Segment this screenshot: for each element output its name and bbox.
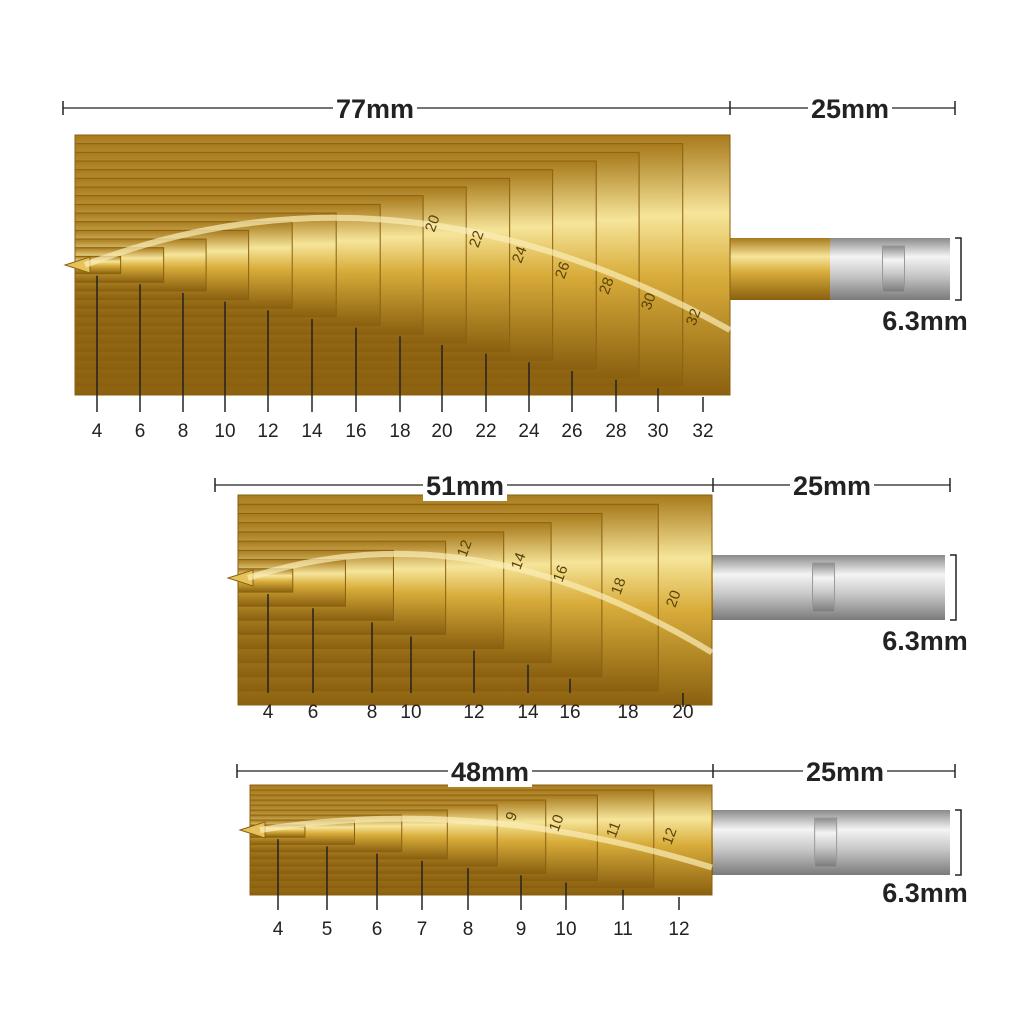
spiral-flute bbox=[259, 815, 713, 871]
drill-medium: 12 14 16 18 20 4 6 8 10 12 14 16 18 20 51mm 25mm 6.3mm bbox=[214, 469, 968, 723]
engraved-size-label: 30 bbox=[638, 291, 660, 312]
shank-groove bbox=[812, 562, 836, 613]
overall-length-label: 77mm bbox=[336, 94, 414, 124]
step-diameter-label: 26 bbox=[561, 421, 582, 442]
engraved-size-label: 20 bbox=[663, 588, 685, 609]
diameter-bracket bbox=[955, 809, 962, 876]
step-diameter-label: 20 bbox=[431, 421, 452, 442]
engraved-size-label: 18 bbox=[608, 576, 630, 597]
step-diameter-label: 12 bbox=[668, 919, 689, 940]
shank-length-label: 25mm bbox=[811, 94, 889, 124]
step-diameter-label: 22 bbox=[475, 421, 496, 442]
overall-length-label: 51mm bbox=[426, 471, 504, 501]
label-bg bbox=[808, 92, 892, 124]
shank-groove bbox=[814, 817, 838, 868]
engraved-size-label: 12 bbox=[454, 538, 476, 559]
label-bg bbox=[333, 92, 417, 124]
engraved-size-label: 12 bbox=[659, 826, 681, 847]
step-diameter-label: 16 bbox=[345, 421, 366, 442]
engraved-size-label: 22 bbox=[466, 228, 488, 249]
step-diameter-label: 8 bbox=[367, 702, 378, 723]
engraved-size-label: 14 bbox=[508, 550, 530, 571]
engraved-size-label: 11 bbox=[603, 819, 624, 839]
step-diameter-label: 12 bbox=[257, 421, 278, 442]
step-diameter-label: 4 bbox=[263, 702, 274, 723]
shank-length-label: 25mm bbox=[793, 471, 871, 501]
step-diameter-label: 10 bbox=[214, 421, 235, 442]
engraved-size-label: 20 bbox=[422, 213, 444, 234]
step-diameter-label: 6 bbox=[308, 702, 319, 723]
diameter-bracket bbox=[955, 237, 962, 301]
shank-diameter-label: 6.3mm bbox=[882, 626, 968, 656]
step-diameter-label: 6 bbox=[372, 919, 383, 940]
label-bg bbox=[790, 469, 874, 501]
step-diameter-label: 14 bbox=[301, 421, 323, 442]
step-diameter-label: 18 bbox=[389, 421, 410, 442]
step-diameter-label: 11 bbox=[613, 919, 633, 940]
step-diameter-label: 9 bbox=[516, 919, 527, 940]
engraved-size-label: 26 bbox=[552, 260, 574, 281]
step-diameter-label: 6 bbox=[135, 421, 146, 442]
step-diameter-label: 8 bbox=[178, 421, 189, 442]
drill-large: 20 22 24 26 28 30 32 4 6 8 10 12 14 16 18 20 22 24 26 28 30 3… bbox=[62, 92, 968, 442]
step-diameter-label: 14 bbox=[517, 702, 539, 723]
shank-gold-section bbox=[730, 238, 830, 300]
engraved-size-label: 28 bbox=[596, 275, 618, 296]
shank-diameter-label: 6.3mm bbox=[882, 306, 968, 336]
step-diameter-label: 32 bbox=[692, 421, 713, 442]
label-bg bbox=[448, 755, 532, 787]
engraved-size-label: 10 bbox=[546, 812, 568, 833]
spiral-flute bbox=[83, 214, 732, 333]
overall-length-label: 48mm bbox=[451, 757, 529, 787]
spiral-flute bbox=[247, 550, 714, 656]
step-diameter-label: 20 bbox=[672, 702, 693, 723]
diameter-bracket bbox=[950, 554, 957, 621]
shank-length-label: 25mm bbox=[806, 757, 884, 787]
label-bg bbox=[423, 469, 507, 501]
step-diameter-label: 10 bbox=[400, 702, 421, 723]
label-bg bbox=[803, 755, 887, 787]
step-diameter-label: 4 bbox=[92, 421, 103, 442]
step-diameter-label: 4 bbox=[273, 919, 284, 940]
step-diameter-label: 18 bbox=[617, 702, 638, 723]
engraved-size-label: 24 bbox=[509, 244, 531, 265]
step-diameter-label: 8 bbox=[463, 919, 474, 940]
step-diameter-label: 5 bbox=[322, 919, 333, 940]
step-diameter-label: 12 bbox=[463, 702, 484, 723]
shank-groove bbox=[882, 245, 905, 293]
step-diameter-label: 16 bbox=[559, 702, 580, 723]
engraved-size-label: 32 bbox=[683, 306, 705, 327]
step-diameter-label: 30 bbox=[647, 421, 668, 442]
step-diameter-label: 10 bbox=[555, 919, 576, 940]
engraved-size-label: 16 bbox=[550, 563, 572, 584]
step-diameter-label: 7 bbox=[417, 919, 428, 940]
shank-diameter-label: 6.3mm bbox=[882, 878, 968, 908]
step-diameter-label: 24 bbox=[518, 421, 540, 442]
step-diameter-label: 28 bbox=[605, 421, 626, 442]
